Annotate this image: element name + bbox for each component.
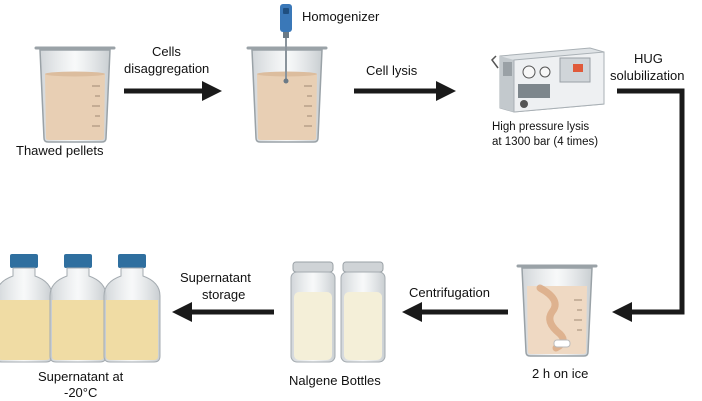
nalgene-bottles-icon <box>290 261 386 363</box>
label-high-pressure-lysis-line1: High pressure lysis <box>492 121 590 133</box>
label-cell-lysis: Cell lysis <box>366 63 418 78</box>
label-cells-disaggregation-line2: disaggregation <box>124 61 210 76</box>
homogenizer-device-icon <box>280 4 292 84</box>
label-high-pressure-lysis-line2: at 1300 bar (4 times) <box>492 136 599 148</box>
beaker-thawed-pellets-icon <box>34 46 116 143</box>
high-pressure-lysis-machine-icon <box>491 47 605 113</box>
label-supernatant-storage-line1: Supernatant <box>180 270 251 285</box>
label-hug-line2: solubilization <box>610 68 685 83</box>
label-hug-line1: HUG <box>634 51 663 66</box>
label-thawed-pellets: Thawed pellets <box>16 143 104 158</box>
label-supernatant-line2: -20°C <box>64 385 98 400</box>
label-nalgene-bottles: Nalgene Bottles <box>289 373 381 388</box>
label-homogenizer: Homogenizer <box>302 9 380 24</box>
beaker-homogenizer-icon <box>246 46 328 143</box>
supernatant-bottles-icon <box>0 254 161 363</box>
beaker-on-ice-icon <box>516 264 598 357</box>
label-cells-disaggregation-line1: Cells <box>152 44 181 59</box>
label-supernatant-storage-line2: storage <box>202 287 246 302</box>
arrow-hug-solubilization <box>612 88 685 322</box>
label-centrifugation: Centrifugation <box>409 285 490 300</box>
label-on-ice: 2 h on ice <box>532 366 589 381</box>
label-supernatant-line1: Supernatant at <box>38 369 124 384</box>
